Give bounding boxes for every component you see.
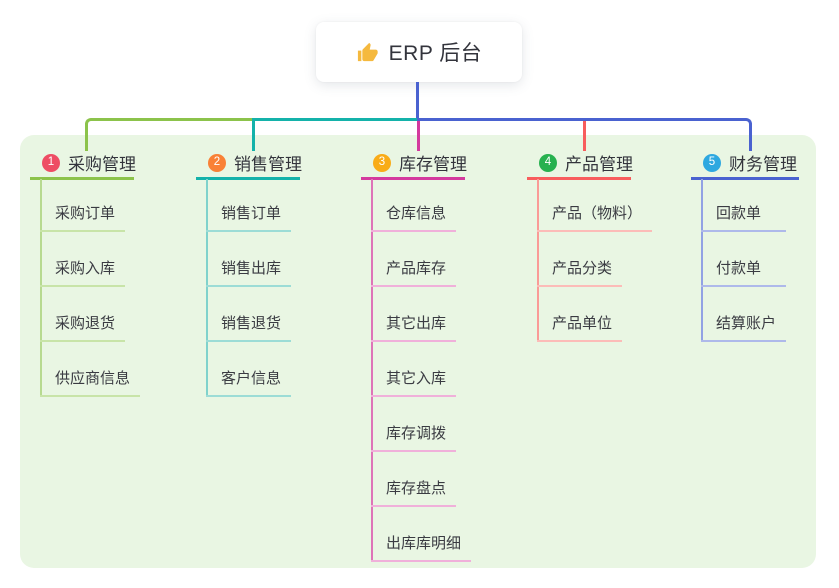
child-node[interactable]: 采购订单 (40, 200, 126, 232)
branch-node-3[interactable]: 3 库存管理 (361, 148, 467, 180)
child-label: 供应商信息 (55, 370, 131, 387)
branch-node-1[interactable]: 1 采购管理 (30, 148, 136, 180)
child-label: 销售出库 (221, 260, 282, 277)
child-node[interactable]: 采购入库 (40, 255, 126, 287)
branch-connector-3 (417, 121, 420, 151)
child-label: 付款单 (716, 260, 762, 277)
child-label: 采购入库 (55, 260, 116, 277)
child-node[interactable]: 其它出库 (371, 310, 457, 342)
child-label: 产品（物料） (552, 205, 643, 222)
child-label: 回款单 (716, 205, 762, 222)
child-node[interactable]: 客户信息 (206, 365, 292, 397)
child-node[interactable]: 销售退货 (206, 310, 292, 342)
branch-node-5[interactable]: 5 财务管理 (691, 148, 799, 180)
branch-connector-4 (583, 121, 586, 151)
branch-label: 产品管理 (565, 155, 633, 174)
trunk-line-2 (206, 179, 208, 397)
child-label: 结算账户 (716, 315, 777, 332)
branch-connector-2 (252, 118, 420, 151)
child-node[interactable]: 仓库信息 (371, 200, 457, 232)
child-label: 销售退货 (221, 315, 282, 332)
child-node[interactable]: 销售出库 (206, 255, 292, 287)
trunk-line-3 (371, 179, 373, 562)
child-node[interactable]: 库存调拨 (371, 420, 457, 452)
child-label: 仓库信息 (386, 205, 447, 222)
child-label: 采购订单 (55, 205, 116, 222)
branch-connector-5 (417, 118, 752, 151)
child-label: 库存盘点 (386, 480, 447, 497)
child-label: 产品单位 (552, 315, 613, 332)
branch-label: 财务管理 (729, 155, 797, 174)
branch-label: 销售管理 (234, 155, 302, 174)
child-label: 其它入库 (386, 370, 447, 387)
thumbs-up-icon (356, 41, 379, 64)
root-connector-stem (416, 82, 419, 121)
branch-connector-1 (85, 118, 255, 151)
child-node[interactable]: 产品（物料） (537, 200, 653, 232)
child-label: 其它出库 (386, 315, 447, 332)
child-node[interactable]: 付款单 (701, 255, 786, 287)
child-node[interactable]: 供应商信息 (40, 365, 141, 397)
child-node[interactable]: 采购退货 (40, 310, 126, 342)
child-label: 采购退货 (55, 315, 116, 332)
child-label: 出库库明细 (386, 535, 462, 552)
child-label: 库存调拨 (386, 425, 447, 442)
child-node[interactable]: 产品分类 (537, 255, 623, 287)
child-node[interactable]: 其它入库 (371, 365, 457, 397)
branch-badge-2: 2 (208, 153, 226, 172)
branch-badge-5: 5 (703, 153, 721, 172)
branch-node-2[interactable]: 2 销售管理 (196, 148, 302, 180)
trunk-line-5 (701, 179, 703, 342)
child-label: 销售订单 (221, 205, 282, 222)
branch-badge-1: 1 (42, 153, 60, 172)
child-label: 客户信息 (221, 370, 282, 387)
child-label: 产品分类 (552, 260, 613, 277)
branch-label: 库存管理 (399, 155, 467, 174)
branch-node-4[interactable]: 4 产品管理 (527, 148, 633, 180)
child-node[interactable]: 库存盘点 (371, 475, 457, 507)
child-node[interactable]: 出库库明细 (371, 530, 472, 562)
child-node[interactable]: 产品库存 (371, 255, 457, 287)
child-node[interactable]: 回款单 (701, 200, 786, 232)
branch-label: 采购管理 (68, 155, 136, 174)
child-node[interactable]: 销售订单 (206, 200, 292, 232)
branch-badge-3: 3 (373, 153, 391, 172)
panel-background (20, 135, 816, 568)
branch-badge-4: 4 (539, 153, 557, 172)
child-node[interactable]: 产品单位 (537, 310, 623, 342)
root-node[interactable]: ERP 后台 (316, 22, 522, 82)
child-label: 产品库存 (386, 260, 447, 277)
trunk-line-4 (537, 179, 539, 342)
trunk-line-1 (40, 179, 42, 397)
child-node[interactable]: 结算账户 (701, 310, 787, 342)
root-label: ERP 后台 (388, 42, 483, 65)
